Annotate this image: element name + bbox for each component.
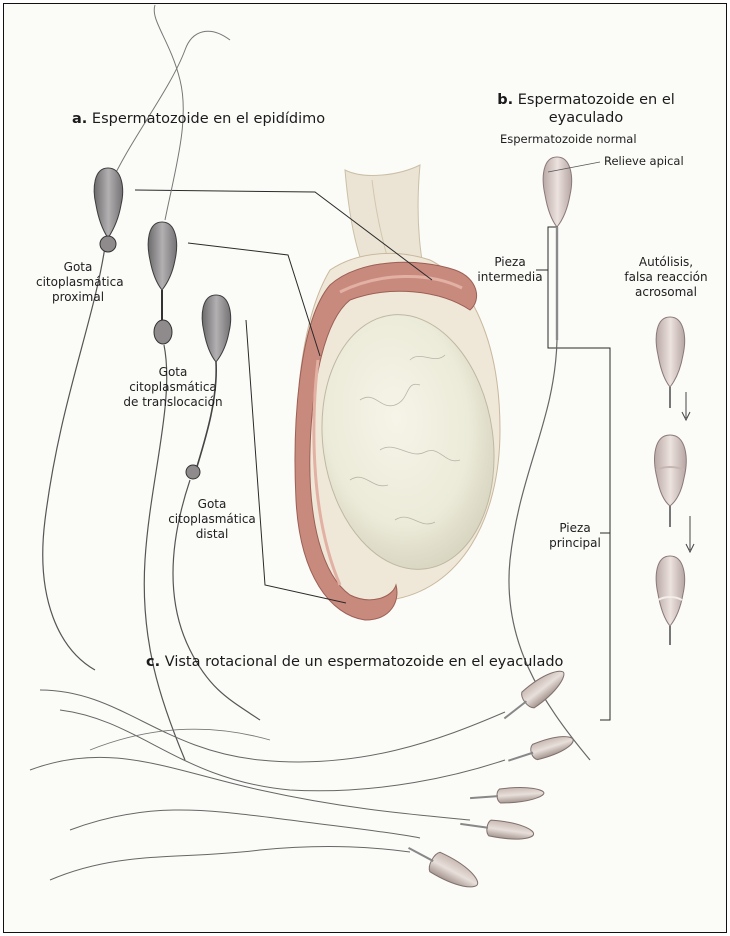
sperm-head bbox=[496, 786, 544, 804]
droplet-translocation bbox=[154, 320, 172, 344]
label-line: acrosomal bbox=[616, 285, 716, 300]
droplet-distal bbox=[186, 465, 200, 479]
section-c-letter: c. bbox=[146, 654, 160, 670]
section-c-title: c. Vista rotacional de un espermatozoide… bbox=[146, 653, 563, 671]
section-a-letter: a. bbox=[72, 111, 87, 127]
label-line: proximal bbox=[36, 290, 120, 305]
label-line: Gota bbox=[36, 260, 120, 275]
label-line: Gota bbox=[166, 497, 258, 512]
section-b-title: b. Espermatozoide en el eyaculado bbox=[486, 91, 686, 127]
sperm-head bbox=[655, 435, 687, 506]
droplet-proximal bbox=[100, 236, 116, 252]
section-c-text: Vista rotacional de un espermatozoide en… bbox=[165, 654, 564, 670]
label-pieza-principal: Pieza principal bbox=[540, 521, 610, 551]
label-line: Gota bbox=[118, 365, 228, 380]
sperm-head bbox=[486, 819, 535, 842]
autolysis-sequence bbox=[655, 317, 694, 645]
label-line: principal bbox=[540, 536, 610, 551]
sperm-head bbox=[529, 732, 576, 761]
sperm-head bbox=[543, 157, 571, 227]
label-gota-distal: Gota citoplasmática distal bbox=[166, 497, 258, 542]
sperm-head bbox=[148, 222, 176, 290]
label-line: Pieza bbox=[540, 521, 610, 536]
label-line: intermedia bbox=[470, 270, 550, 285]
label-line: distal bbox=[166, 527, 258, 542]
sperm-head bbox=[94, 168, 122, 238]
section-a-title: a. Espermatozoide en el epidídimo bbox=[72, 110, 325, 128]
label-relieve-apical: Relieve apical bbox=[604, 154, 684, 168]
label-gota-proximal: Gota citoplasmática proximal bbox=[36, 260, 120, 305]
label-line: falsa reacción bbox=[616, 270, 716, 285]
label-gota-translocacion: Gota citoplasmática de translocación bbox=[118, 365, 228, 410]
sperm-head bbox=[202, 295, 230, 362]
label-line: citoplasmática bbox=[36, 275, 120, 290]
bracket-intermedia bbox=[548, 227, 596, 348]
label-pieza-intermedia: Pieza intermedia bbox=[470, 255, 550, 285]
section-a-text: Espermatozoide en el epidídimo bbox=[92, 111, 325, 127]
label-line: de translocación bbox=[118, 395, 228, 410]
sperm-head bbox=[656, 317, 684, 387]
arrow-icon bbox=[682, 392, 690, 420]
sperm-head bbox=[656, 556, 684, 626]
sperm-head bbox=[426, 850, 482, 894]
label-line: citoplasmática bbox=[166, 512, 258, 527]
label-line: Autólisis, bbox=[616, 255, 716, 270]
label-autolisis: Autólisis, falsa reacción acrosomal bbox=[616, 255, 716, 300]
arrow-icon bbox=[686, 516, 694, 552]
section-b-line2: eyaculado bbox=[486, 109, 686, 127]
rotational-view bbox=[30, 664, 576, 894]
section-b-letter: b. bbox=[497, 92, 513, 108]
label-line: citoplasmática bbox=[118, 380, 228, 395]
label-espermatozoide-normal: Espermatozoide normal bbox=[500, 132, 637, 146]
label-line: Pieza bbox=[470, 255, 550, 270]
section-b-line1: Espermatozoide en el bbox=[518, 92, 675, 108]
testis-illustration bbox=[295, 165, 510, 620]
